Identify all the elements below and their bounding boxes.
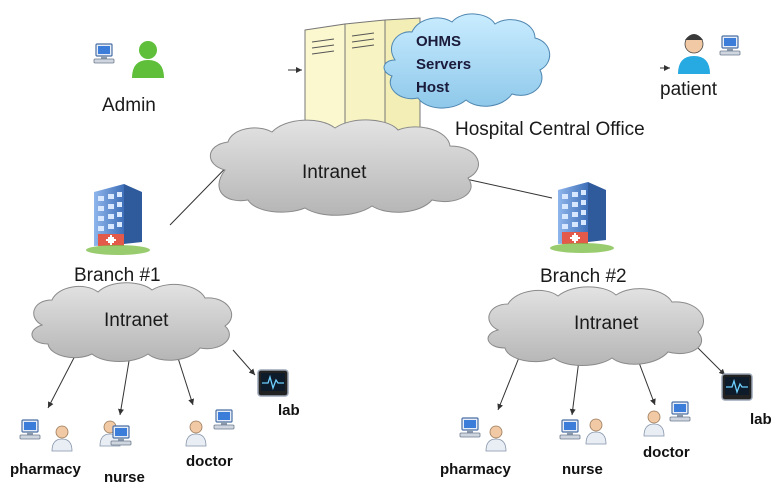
b2-nurse-label: nurse xyxy=(562,461,603,478)
b1-doctor-computer-icon xyxy=(213,409,235,430)
servers-label-line3: Host xyxy=(416,79,450,96)
central-office-label: Hospital Central Office xyxy=(455,119,645,140)
b1-nurse-computer-icon xyxy=(110,425,132,446)
b2-lab-label: lab xyxy=(750,411,772,428)
admin-person-icon xyxy=(132,41,164,78)
b2-doctor-person-icon xyxy=(643,410,665,437)
admin-computer-icon xyxy=(93,43,115,64)
branch1-label: Branch #1 xyxy=(74,265,161,286)
intranet-branch1-label: Intranet xyxy=(104,310,169,331)
b2-lab-monitor-icon xyxy=(721,373,753,401)
intranet-main-cloud-icon xyxy=(209,119,479,216)
b2-pharmacy-computer-icon xyxy=(459,417,481,438)
b1-doctor-label: doctor xyxy=(186,453,233,470)
b2-pharmacy-person-icon xyxy=(485,425,507,452)
branch1-building-icon xyxy=(86,184,150,255)
b1-lab-monitor-icon xyxy=(257,369,289,397)
branch2-label: Branch #2 xyxy=(540,266,627,287)
b1-pharmacy-label: pharmacy xyxy=(10,461,81,478)
b2-doctor-computer-icon xyxy=(669,401,691,422)
intranet-main-label: Intranet xyxy=(302,162,367,183)
b1-nurse-label: nurse xyxy=(104,469,145,486)
branch2-building-icon xyxy=(550,182,614,253)
b2-pharmacy-label: pharmacy xyxy=(440,461,511,478)
patient-label: patient xyxy=(660,79,718,100)
patient-person-icon xyxy=(678,34,710,74)
b2-nurse-person-icon xyxy=(585,418,607,445)
b1-doctor-person-icon xyxy=(185,420,207,447)
b1-lab-label: lab xyxy=(278,402,300,419)
b2-doctor-label: doctor xyxy=(643,444,690,461)
intranet-branch2-label: Intranet xyxy=(574,313,639,334)
patient-computer-icon xyxy=(719,35,741,56)
b1-pharmacy-person-icon xyxy=(51,425,73,452)
servers-label-line2: Servers xyxy=(416,56,472,73)
servers-label-line1: OHMS xyxy=(416,33,461,50)
b1-pharmacy-computer-icon xyxy=(19,419,41,440)
admin-label: Admin xyxy=(102,95,156,116)
intranet-branch1-cloud-icon xyxy=(31,282,233,362)
servers-cloud-icon xyxy=(383,13,550,109)
b2-nurse-computer-icon xyxy=(559,419,581,440)
intranet-branch2-cloud-icon xyxy=(487,286,704,366)
